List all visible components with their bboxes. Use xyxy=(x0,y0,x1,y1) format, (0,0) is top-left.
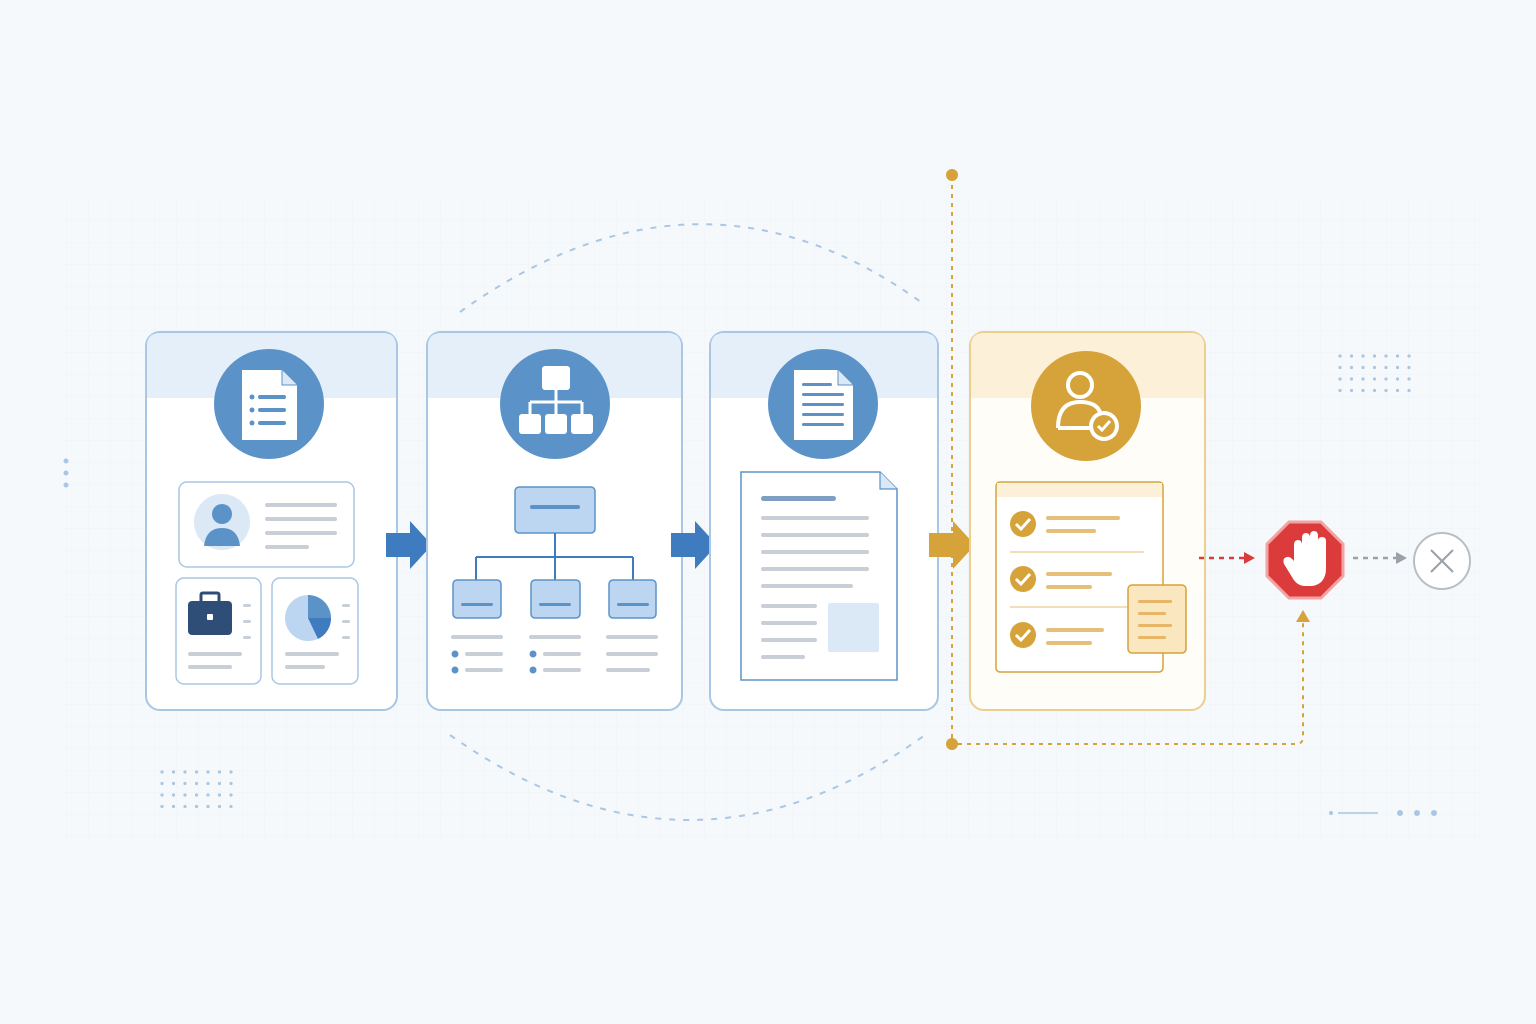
decor-dot xyxy=(1407,388,1411,393)
stop-hand-icon xyxy=(1265,520,1345,600)
pie-chart-card xyxy=(271,577,359,685)
decor-dot xyxy=(1384,354,1388,358)
stage-card-3 xyxy=(709,331,939,711)
decor-dot xyxy=(194,781,199,786)
decor-dot xyxy=(1395,377,1400,381)
decor-dot xyxy=(171,804,176,809)
document-list-icon xyxy=(214,349,324,459)
briefcase-icon xyxy=(188,591,232,635)
red-dashed-arrow xyxy=(1199,552,1255,564)
check-item-1 xyxy=(1010,511,1120,537)
stage-card-4 xyxy=(969,331,1206,711)
decor-dot xyxy=(1338,388,1342,393)
decor-dot xyxy=(183,770,187,774)
decor-dot xyxy=(160,770,164,774)
decor-dot xyxy=(1384,365,1388,370)
decor-dot xyxy=(194,804,199,809)
decor-dot xyxy=(1395,388,1400,393)
close-circle-icon xyxy=(1413,532,1471,590)
decor-dot xyxy=(1338,354,1342,358)
decor-dot xyxy=(229,793,233,797)
decor-dot xyxy=(171,793,176,797)
decor-dot xyxy=(1384,377,1388,381)
dashed-arc-bottom xyxy=(449,734,926,821)
org-chart-icon xyxy=(500,349,610,459)
profile-card xyxy=(178,481,355,568)
stage-card-1 xyxy=(145,331,398,711)
decor-dot xyxy=(194,793,199,797)
decor-dot xyxy=(217,770,222,774)
decor-dot xyxy=(206,770,210,774)
decor-dot xyxy=(1395,354,1400,358)
decor-dot xyxy=(1349,377,1354,381)
decor-dot xyxy=(1407,365,1411,370)
decor-dot xyxy=(1349,354,1354,358)
decor-dot xyxy=(1361,354,1365,358)
decor-dot xyxy=(206,793,210,797)
pie-chart-icon xyxy=(285,595,332,641)
decor-dot xyxy=(1372,354,1377,358)
decor-dot xyxy=(229,804,233,809)
decor-dots-left xyxy=(63,458,69,488)
hierarchy-tree xyxy=(451,486,658,674)
decor-dot xyxy=(229,781,233,786)
decor-dot xyxy=(1361,388,1365,393)
decor-dot xyxy=(183,804,187,809)
checklist xyxy=(995,481,1187,673)
decor-dot xyxy=(194,770,199,774)
decor-dot xyxy=(217,781,222,786)
decor-dot xyxy=(1407,377,1411,381)
gold-divider-line xyxy=(946,169,1310,750)
check-item-3 xyxy=(1010,622,1104,648)
decor-dot xyxy=(171,781,176,786)
decor-dot xyxy=(1349,365,1354,370)
decor-dot xyxy=(160,781,164,786)
dashed-arc-top xyxy=(459,223,926,313)
flow-arrow-2 xyxy=(671,521,717,569)
text-page xyxy=(740,471,898,681)
decor-dot xyxy=(1407,354,1411,358)
decor-dot xyxy=(1361,377,1365,381)
decor-dot xyxy=(183,781,187,786)
check-item-2 xyxy=(1010,566,1112,592)
decor-dot xyxy=(1372,377,1377,381)
decor-dot xyxy=(1349,388,1354,393)
decor-dot xyxy=(183,793,187,797)
decor-dot xyxy=(217,804,222,809)
decor-dot xyxy=(229,770,233,774)
decor-dot xyxy=(1338,365,1342,370)
decor-dots-bottom-right xyxy=(1329,810,1437,816)
decor-dot xyxy=(160,793,164,797)
decor-dot xyxy=(160,804,164,809)
user-avatar-icon xyxy=(194,494,250,550)
decor-dot xyxy=(1361,365,1365,370)
decor-dot xyxy=(206,804,210,809)
decor-dot xyxy=(1372,388,1377,393)
decor-dot xyxy=(206,781,210,786)
user-check-icon xyxy=(1031,351,1141,461)
decor-dot xyxy=(1395,365,1400,370)
decor-dot-grid-top-right xyxy=(1338,354,1411,393)
note-card xyxy=(1127,584,1187,654)
stage-card-2 xyxy=(426,331,683,711)
decor-dot-grid-bottom-left xyxy=(160,770,233,809)
decor-dot xyxy=(171,770,176,774)
gray-dashed-arrow xyxy=(1353,552,1407,564)
flow-arrow-1 xyxy=(386,521,432,569)
decor-dot xyxy=(1372,365,1377,370)
decor-dot xyxy=(1384,388,1388,393)
briefcase-card xyxy=(175,577,262,685)
decor-dot xyxy=(217,793,222,797)
flow-arrow-3 xyxy=(929,521,975,569)
decor-dot xyxy=(1338,377,1342,381)
document-icon xyxy=(768,349,878,459)
